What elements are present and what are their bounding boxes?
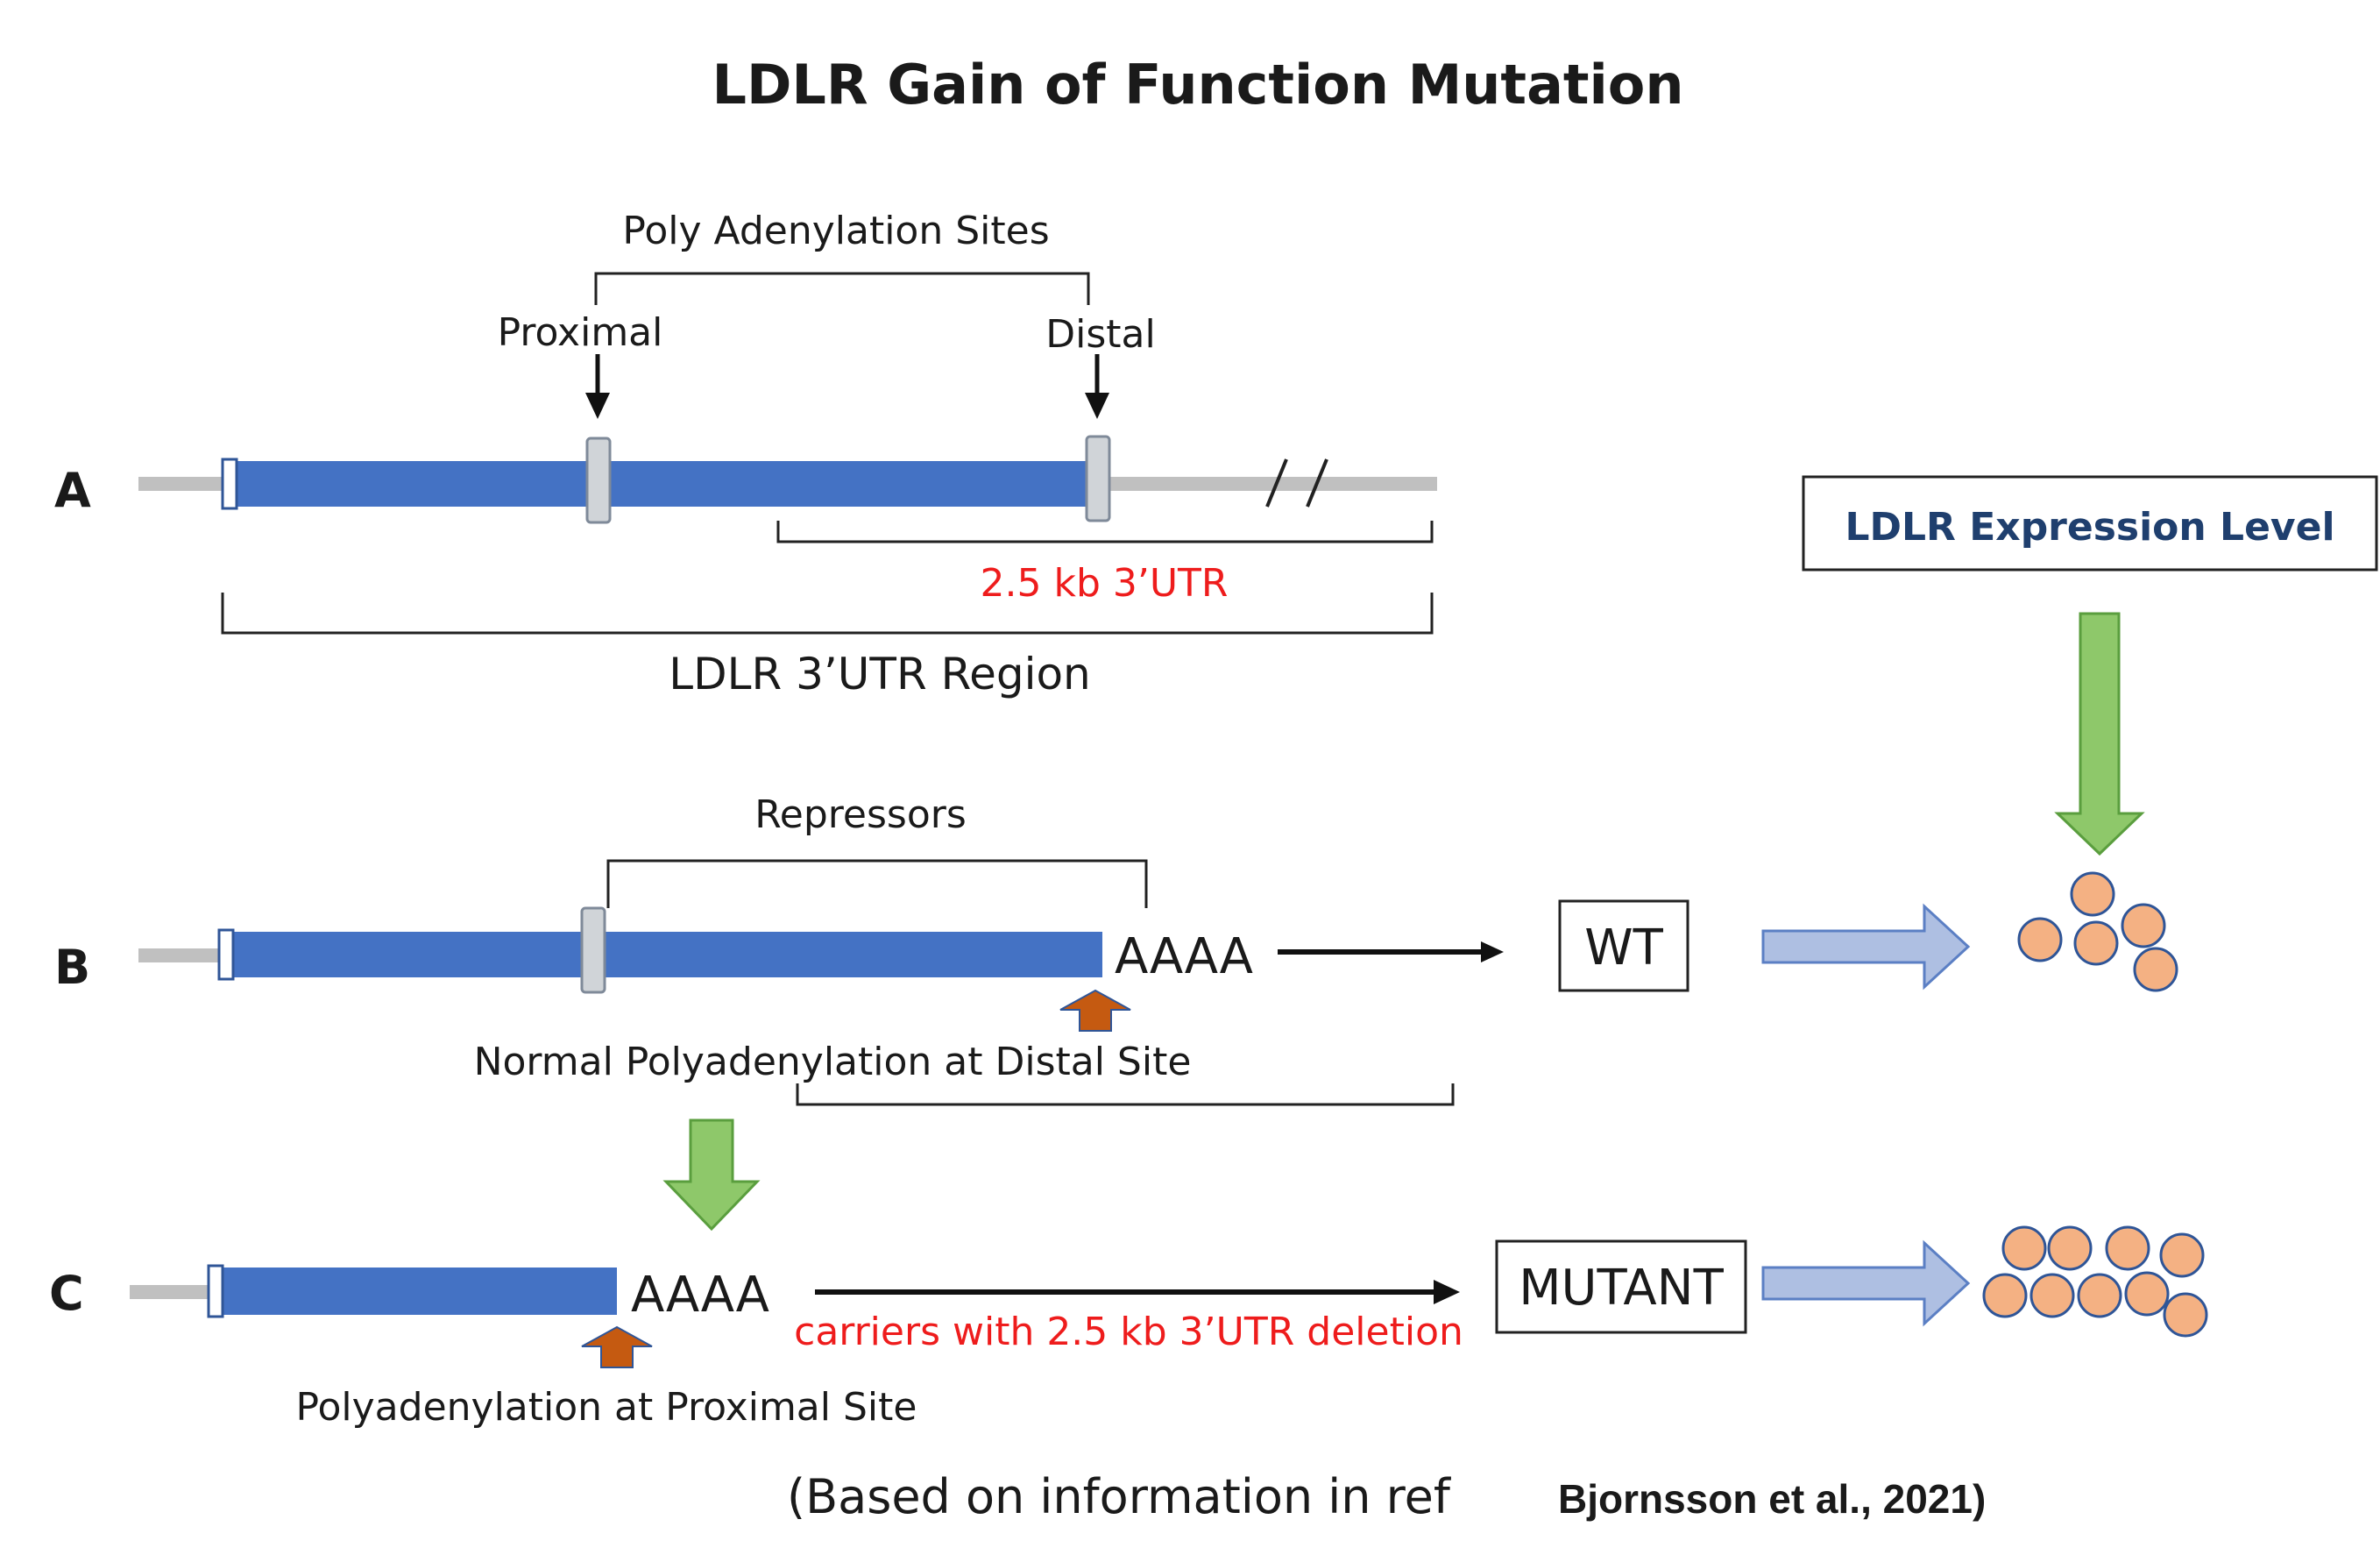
expression-circle	[2133, 947, 2178, 992]
row-label-c: C	[49, 1266, 84, 1321]
expression-level-label: LDLR Expression Level	[1845, 505, 2334, 550]
expression-panel: LDLR Expression Level	[1802, 475, 2378, 1338]
wt-block-arrow-icon	[1761, 903, 1971, 991]
gene-bar-a	[233, 461, 1097, 507]
mutant-expression-circles	[1982, 1225, 2208, 1338]
expression-circle	[2001, 1225, 2047, 1271]
proximal-polyadenylation-label: Polyadenylation at Proximal Site	[296, 1385, 917, 1430]
normal-polyadenylation-label: Normal Polyadenylation at Distal Site	[474, 1040, 1192, 1084]
wt-box	[1558, 899, 1689, 992]
panel-c: C AAAA Polyadenylation at Proximal Site …	[49, 1239, 1971, 1430]
expression-circle	[2047, 1225, 2093, 1271]
expression-down-arrow-icon	[2054, 612, 2145, 856]
gene-start-marker-c	[207, 1264, 224, 1318]
poly-sites-bracket	[594, 272, 1090, 305]
diagram-title: LDLR Gain of Function Mutation	[712, 53, 1683, 117]
wt-expression-circles	[2017, 871, 2178, 992]
utr-length-label: 2.5 kb 3’UTR	[981, 561, 1229, 606]
wt-label: WT	[1584, 920, 1663, 976]
gene-start-marker-b	[217, 928, 235, 981]
distal-label: Distal	[1045, 312, 1155, 357]
distal-site-marker	[1085, 435, 1111, 522]
expression-circle	[2077, 1273, 2122, 1318]
panel-b: B Repressors AAAA Normal Polyadenylation…	[54, 792, 1971, 1106]
expression-circle	[1982, 1273, 2028, 1318]
distal-arrow-icon	[1085, 393, 1109, 419]
mutant-label: MUTANT	[1519, 1260, 1724, 1317]
region-bracket	[221, 593, 1434, 635]
expression-circle	[2017, 917, 2063, 962]
wt-arrow-icon	[1481, 941, 1504, 962]
expression-circle	[2163, 1292, 2208, 1338]
gene-bar-b	[231, 932, 1102, 977]
poly-a-tail-c: AAAA	[631, 1267, 769, 1324]
reference-prefix: (Based on information in ref	[787, 1469, 1452, 1524]
poly-a-tail-b: AAAA	[1115, 928, 1253, 985]
region-label: LDLR 3’UTR Region	[669, 649, 1091, 699]
distal-polyadenylation-arrow-icon	[1059, 989, 1131, 1032]
expression-circle	[2124, 1271, 2170, 1317]
proximal-polyadenylation-arrow-icon	[581, 1325, 653, 1368]
expression-level-box	[1802, 475, 2378, 572]
proximal-site-marker	[585, 437, 612, 524]
mutant-box	[1495, 1239, 1747, 1334]
site-marker-b	[580, 906, 606, 994]
deleted-region-bracket	[796, 1083, 1455, 1106]
proximal-arrow-icon	[585, 393, 610, 419]
expression-circle	[2073, 920, 2119, 966]
utr-length-bracket	[776, 521, 1434, 543]
expression-circle	[2121, 903, 2166, 948]
repressors-label: Repressors	[754, 792, 967, 837]
expression-circle	[2070, 871, 2115, 917]
row-label-a: A	[54, 463, 91, 518]
poly-sites-label: Poly Adenylation Sites	[622, 209, 1049, 253]
reference-citation: Bjornsson et al., 2021)	[1558, 1476, 1986, 1522]
expression-circle	[2159, 1232, 2205, 1278]
mutant-block-arrow-icon	[1761, 1239, 1971, 1327]
break-mark-2	[1306, 458, 1328, 508]
expression-circle	[2029, 1273, 2075, 1318]
gene-start-marker-a	[221, 458, 238, 510]
row-label-b: B	[54, 940, 90, 995]
mutant-arrow-icon	[1434, 1280, 1460, 1304]
break-mark-1	[1265, 458, 1288, 508]
panel-a: A Poly Adenylation Sites Proximal Distal…	[54, 209, 1437, 699]
expression-circle	[2105, 1225, 2150, 1271]
proximal-label: Proximal	[498, 310, 663, 355]
repressors-bracket	[606, 859, 1148, 908]
deletion-carriers-label: carriers with 2.5 kb 3’UTR deletion	[794, 1310, 1463, 1354]
gene-bar-c	[219, 1268, 617, 1315]
b-to-c-green-arrow-icon	[662, 1118, 761, 1232]
